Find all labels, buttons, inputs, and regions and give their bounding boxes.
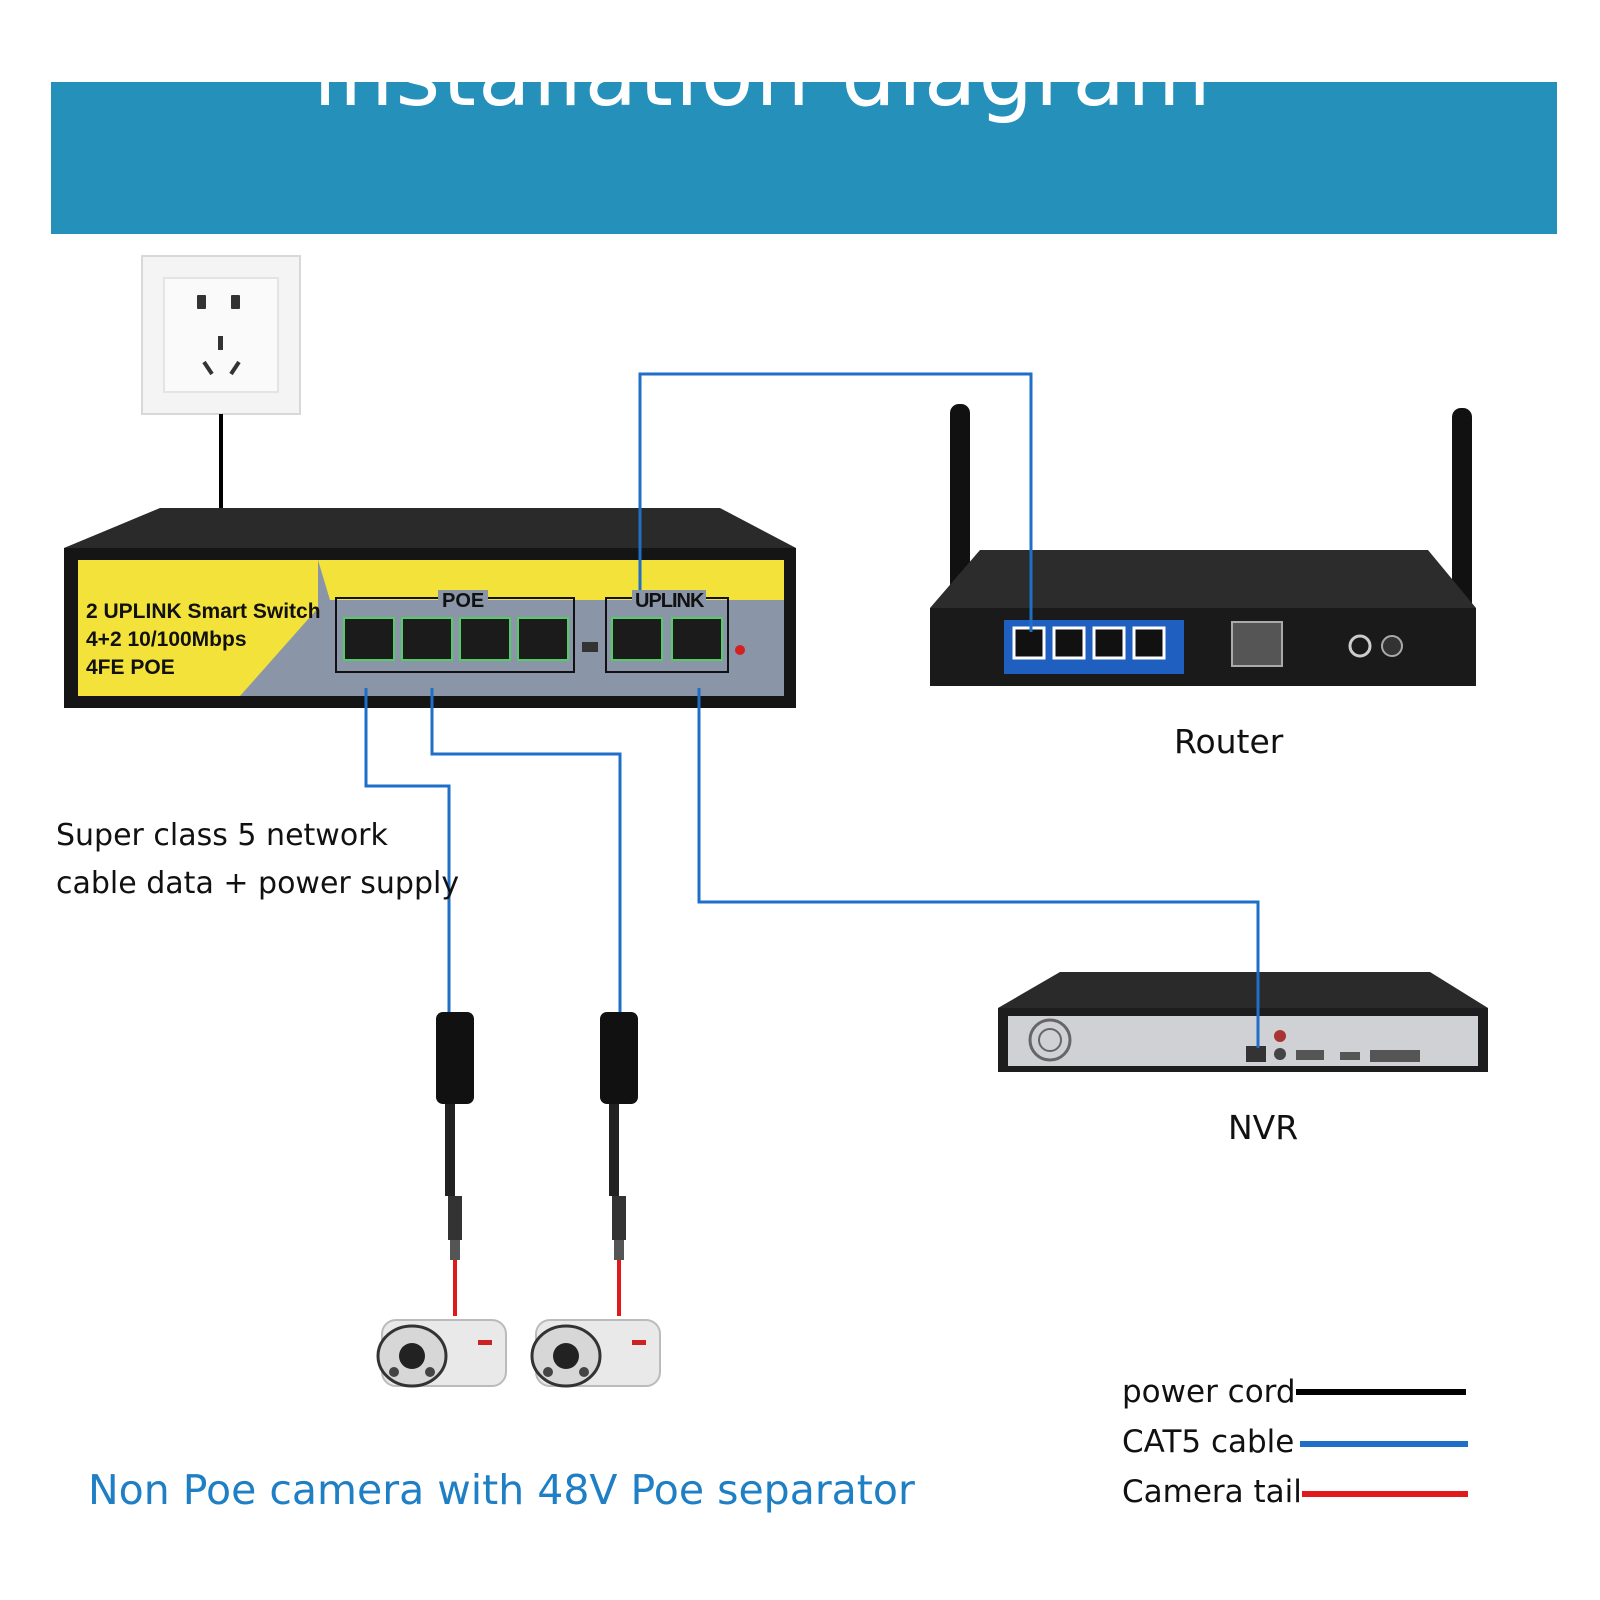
switch-model-line1: 2 UPLINK Smart Switch (86, 600, 321, 623)
poe-switch (64, 508, 796, 708)
page-title: installation diagram (313, 26, 1213, 126)
switch-faceplate-text: 2 UPLINK Smart Switch 4+2 10/100Mbps 4FE… (86, 598, 321, 682)
legend-label-power-cord: power cord (1122, 1374, 1296, 1410)
poe-group-label: POE (438, 590, 489, 613)
camera-2 (530, 1319, 661, 1388)
uplink-group-label: UPLINK (632, 590, 707, 613)
switch-model-line3: 4FE POE (86, 656, 175, 679)
cat5-cables (364, 372, 1260, 1048)
cat5-switch-to-nvr (697, 688, 1260, 1048)
poe-separator-2 (600, 1012, 638, 1316)
uplink-ports (611, 617, 723, 661)
nvr (998, 972, 1488, 1072)
router (930, 404, 1476, 686)
poe-ports (343, 617, 569, 661)
router-label: Router (1174, 722, 1284, 761)
camera-caption: Non Poe camera with 48V Poe separator (88, 1466, 915, 1514)
cable-note-line2: cable data + power supply (56, 866, 460, 901)
cat5-port1-to-camera1 (364, 688, 451, 1014)
legend-label-cat5: CAT5 cable (1122, 1424, 1295, 1460)
poe-separator-1 (436, 1012, 474, 1316)
legend-label-camera-tail: Camera tail (1122, 1474, 1302, 1510)
switch-model-line2: 4+2 10/100Mbps (86, 628, 247, 651)
cat5-switch-to-router (638, 372, 1033, 632)
nvr-label: NVR (1228, 1108, 1299, 1147)
wall-socket (141, 255, 301, 415)
power-led (735, 645, 745, 655)
cable-note: Super class 5 network cable data + power… (56, 812, 459, 908)
cat5-port2-to-camera2 (430, 688, 622, 1014)
camera-1 (376, 1319, 507, 1388)
title-banner (51, 82, 1557, 234)
cable-note-line1: Super class 5 network (56, 818, 388, 853)
